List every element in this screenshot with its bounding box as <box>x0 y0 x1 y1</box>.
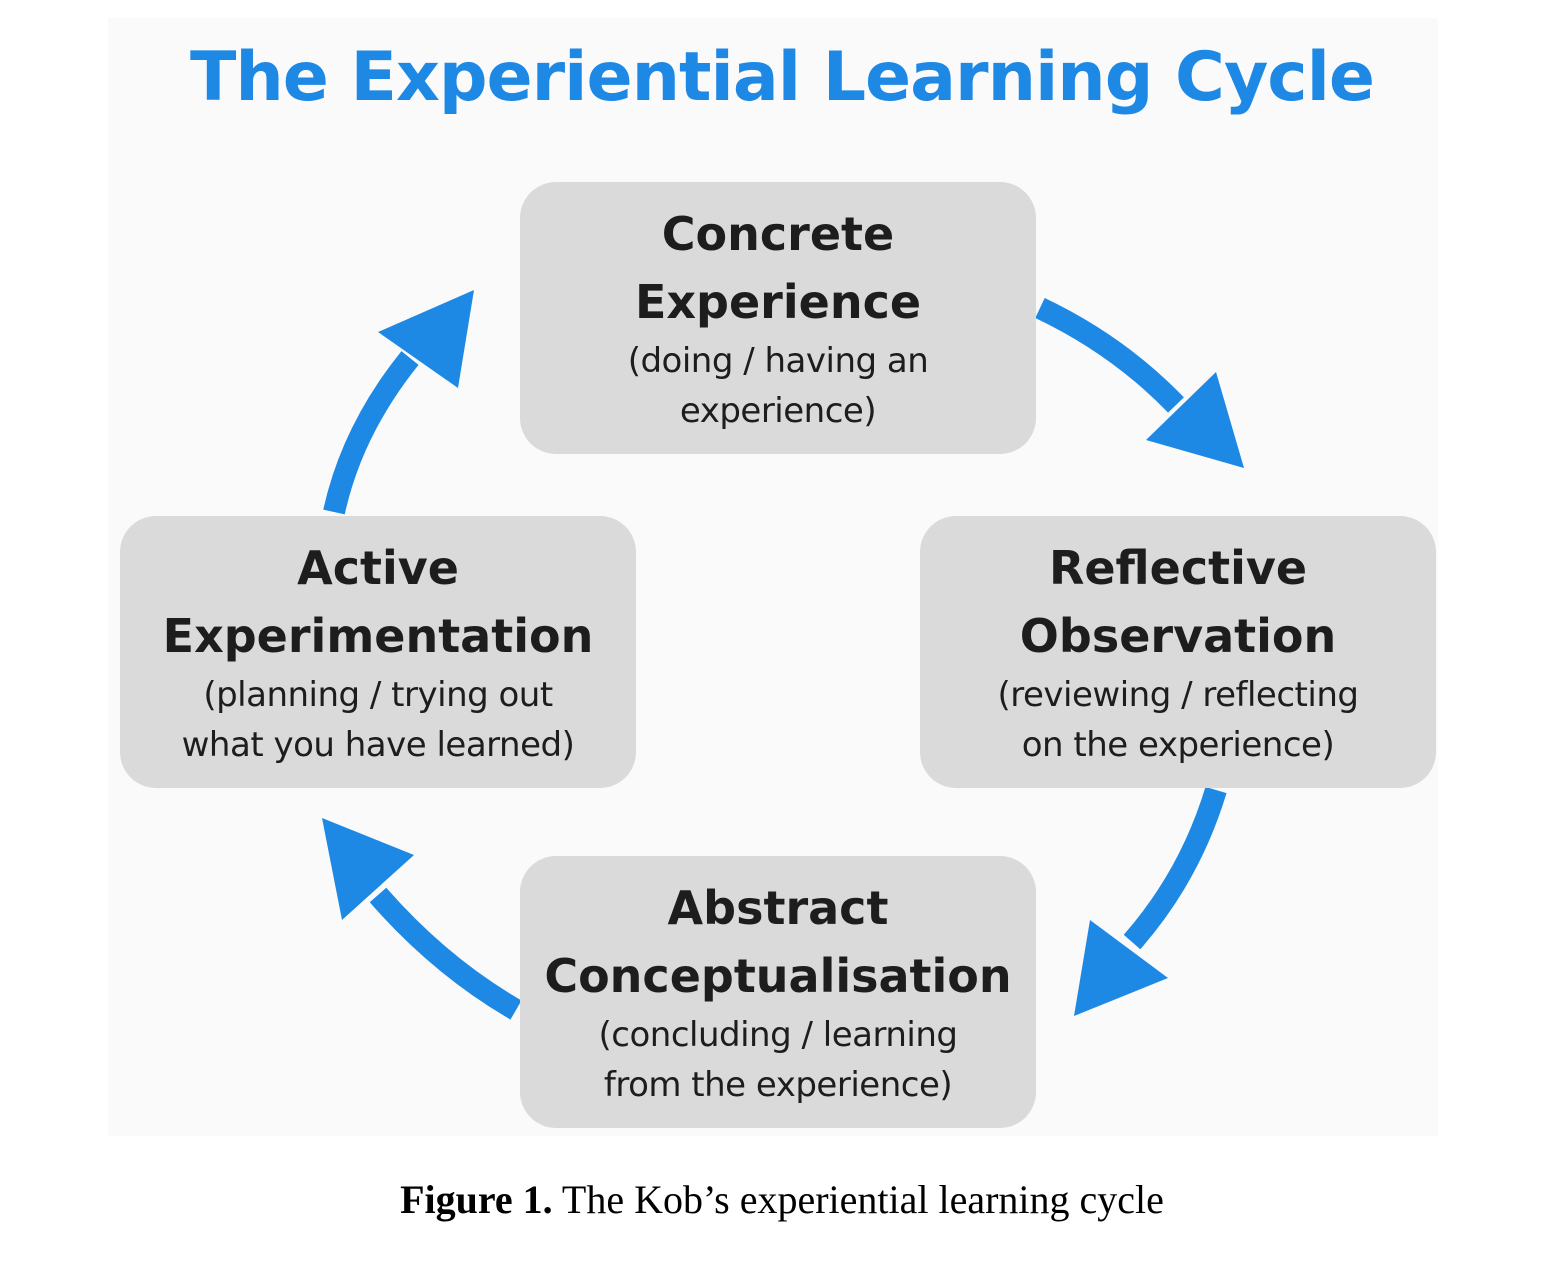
arrowhead-top-left-icon <box>378 290 474 388</box>
stage-concrete-experience: Concrete Experience (doing / having an e… <box>520 182 1036 454</box>
stage-reflective-observation: Reflective Observation (reviewing / refl… <box>920 516 1436 788</box>
arrowhead-bottom-left-icon <box>322 818 414 920</box>
diagram-title: The Experiential Learning Cycle <box>189 38 1375 117</box>
arrow-shaft-bottom-right <box>1123 786 1227 950</box>
stage-description: on the experience) <box>1021 725 1335 765</box>
caption-text: The Kob’s experiential learning cycle <box>552 1177 1164 1222</box>
arrow-shaft-bottom-left <box>369 887 522 1020</box>
stage-description: what you have learned) <box>181 725 575 765</box>
stage-heading: Experimentation <box>162 609 594 663</box>
stage-description: (planning / trying out <box>203 675 553 715</box>
stage-description: (concluding / learning <box>598 1015 958 1055</box>
arrowhead-bottom-right-icon <box>1074 920 1168 1016</box>
stage-heading: Concrete <box>661 207 895 261</box>
stage-heading: Active <box>297 541 459 595</box>
stage-heading: Reflective <box>1048 541 1308 595</box>
stage-heading: Observation <box>1019 609 1337 663</box>
stage-abstract-conceptualisation: Abstract Conceptualisation (concluding /… <box>520 856 1036 1128</box>
stage-description: (reviewing / reflecting <box>997 675 1359 715</box>
arrow-shaft-top-right <box>1035 298 1184 413</box>
caption-label: Figure 1. <box>400 1177 553 1222</box>
stage-active-experimentation: Active Experimentation (planning / tryin… <box>120 516 636 788</box>
figure-caption: Figure 1. The Kob’s experiential learnin… <box>0 1176 1564 1223</box>
arrow-shaft-top-left <box>323 351 419 515</box>
stage-heading: Abstract <box>667 881 889 935</box>
stage-heading: Experience <box>634 275 922 329</box>
stage-description: (doing / having an <box>627 341 929 381</box>
stage-description: experience) <box>679 391 877 431</box>
stage-heading: Conceptualisation <box>544 949 1012 1003</box>
stage-description: from the experience) <box>603 1065 953 1105</box>
arrowhead-top-right-icon <box>1146 372 1244 468</box>
